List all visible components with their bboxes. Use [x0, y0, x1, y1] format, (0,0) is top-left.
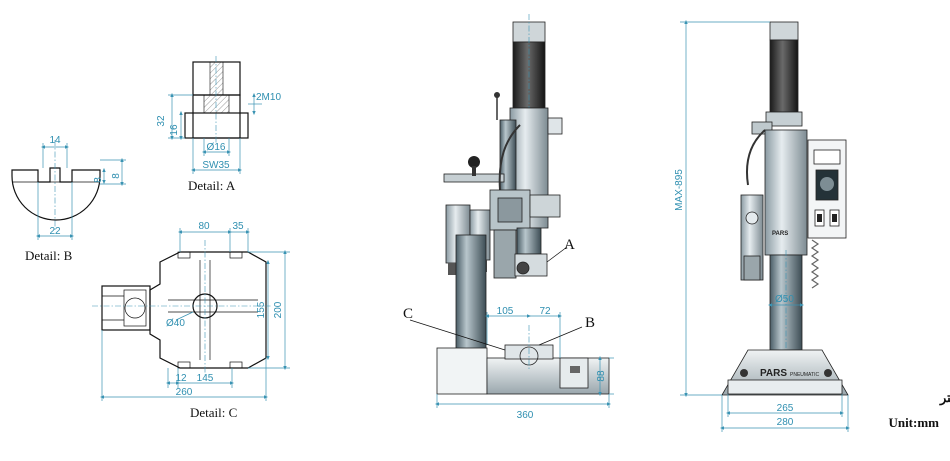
side-view-machine: [436, 14, 610, 395]
dim-c-200: 200: [273, 301, 284, 318]
dim-a-32: 32: [156, 115, 167, 127]
front-view: PARS PARS PNEUMATIC MAX-895 Ø50: [674, 19, 851, 432]
detail-c-dims: 80 35 155 200 Ø40 12 145 260: [99, 221, 290, 401]
callout-b: B: [585, 315, 595, 331]
dim-a-dia16: Ø16: [207, 142, 226, 153]
base-brand: PARS: [760, 368, 787, 379]
dim-front-max895: MAX-895: [674, 169, 685, 211]
detail-c: 80 35 155 200 Ø40 12 145 260 Detail: C: [92, 221, 290, 420]
dim-front-dia50: Ø50: [775, 294, 794, 305]
detail-b: 14 8 8 22 Detail: B: [11, 135, 126, 263]
callout-c: C: [403, 306, 413, 322]
front-view-machine: PARS PARS PNEUMATIC: [721, 21, 849, 396]
unit-fa: واحد:میلیمتر: [939, 390, 950, 406]
dim-b-8a: 8: [93, 177, 104, 183]
dim-b-14: 14: [49, 135, 61, 146]
detail-b-dims: 14 8 8 22: [35, 135, 126, 240]
dim-b-8b: 8: [111, 173, 122, 179]
dim-a-16: 16: [169, 124, 180, 136]
side-view-dims: 105 72 88 360: [434, 306, 614, 421]
detail-a-part: [184, 56, 249, 143]
dim-side-360: 360: [517, 410, 534, 421]
dim-front-280: 280: [777, 417, 794, 428]
dim-a-2m10: 2M10: [256, 92, 281, 103]
detail-a: 32 16 2M10 Ø16 SW35 Detail: A: [156, 56, 281, 193]
front-view-dims: MAX-895 Ø50 265 280: [674, 19, 851, 432]
dim-side-105: 105: [497, 306, 514, 317]
detail-c-caption: Detail: C: [190, 405, 237, 420]
dim-side-72: 72: [539, 306, 551, 317]
dim-a-sw35: SW35: [202, 160, 230, 171]
base-brand-sub: PNEUMATIC: [790, 372, 819, 378]
dim-front-265: 265: [777, 403, 794, 414]
dim-c-80: 80: [198, 221, 210, 232]
dim-c-260: 260: [176, 387, 193, 398]
detail-a-dims: 32 16 2M10 Ø16 SW35: [156, 92, 281, 174]
dim-side-88: 88: [596, 370, 607, 382]
dim-c-12: 12: [175, 373, 187, 384]
dim-b-22: 22: [49, 226, 61, 237]
detail-a-caption: Detail: A: [188, 178, 236, 193]
detail-c-part: [92, 240, 272, 375]
detail-b-caption: Detail: B: [25, 248, 73, 263]
dim-c-145: 145: [197, 373, 214, 384]
dim-c-155: 155: [256, 301, 267, 318]
callout-a: A: [564, 237, 575, 253]
dim-c-35: 35: [232, 221, 244, 232]
unit-en: Unit:mm: [888, 415, 939, 430]
unit-note: واحد:میلیمتر Unit:mm: [888, 390, 950, 430]
dim-c-dia40: Ø40: [166, 318, 185, 329]
side-view-callouts: A B C: [403, 237, 595, 351]
front-body-logo: PARS: [772, 231, 788, 237]
side-view: 105 72 88 360 A B C: [403, 14, 614, 421]
detail-b-part: [11, 140, 101, 232]
